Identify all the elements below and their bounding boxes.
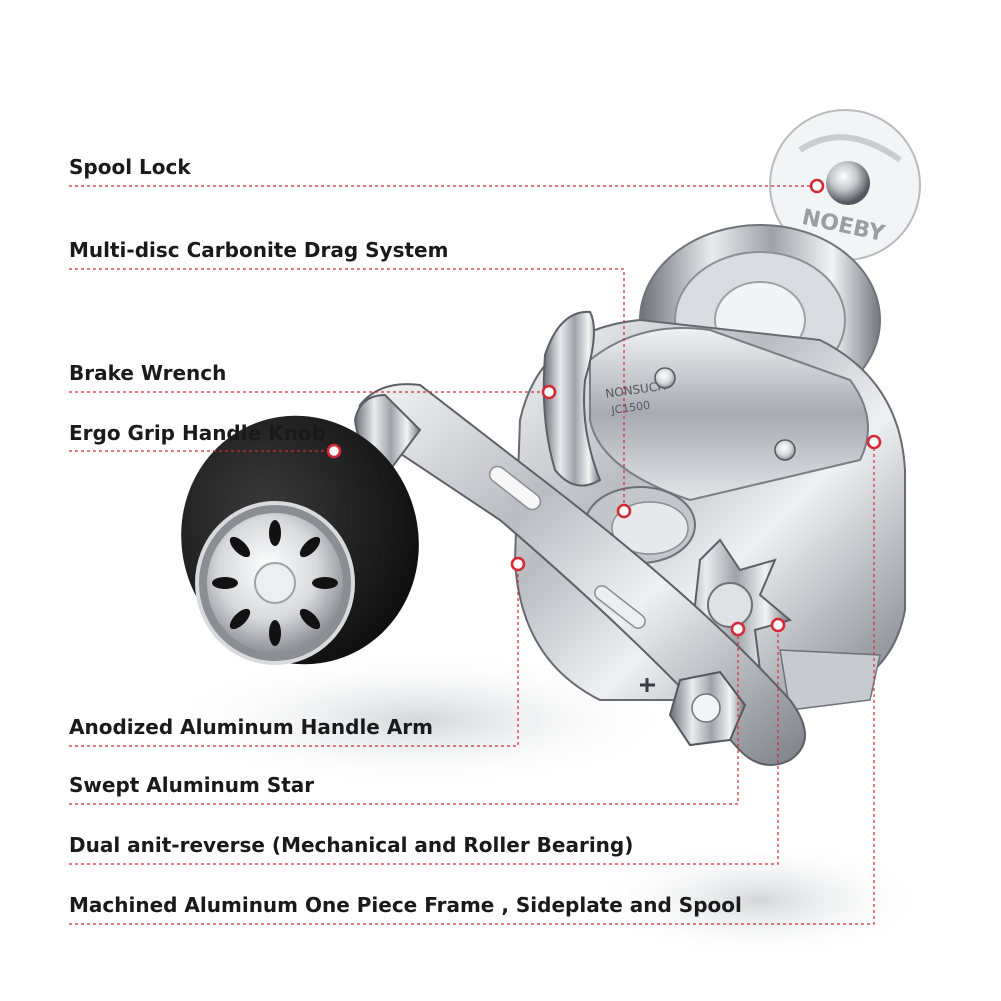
callout-markers bbox=[326, 178, 882, 637]
brake-wrench-marker bbox=[541, 384, 557, 400]
drag-system-marker bbox=[616, 503, 632, 519]
handle-arm-marker bbox=[510, 556, 526, 572]
floor-shadow bbox=[160, 650, 680, 790]
handle-arm bbox=[358, 383, 806, 766]
star-label: Swept Aluminum Star bbox=[69, 773, 315, 797]
spool-lock-label: Spool Lock bbox=[69, 155, 191, 179]
brake-wrench-label: Brake Wrench bbox=[69, 361, 227, 385]
callout-leaders bbox=[69, 185, 875, 925]
handle-knob-label: Ergo Grip Handle Knob bbox=[69, 421, 326, 445]
anti-reverse-label: Dual anit-reverse (Mechanical and Roller… bbox=[69, 833, 634, 857]
frame-label: Machined Aluminum One Piece Frame , Side… bbox=[69, 893, 742, 917]
frame-marker bbox=[866, 434, 882, 450]
drag-system-label: Multi-disc Carbonite Drag System bbox=[69, 238, 449, 262]
knob-cap-holes bbox=[212, 520, 338, 646]
frame-screw bbox=[654, 367, 676, 389]
handle-arm-label: Anodized Aluminum Handle Arm bbox=[69, 715, 434, 739]
floor-shadow bbox=[590, 840, 930, 960]
reel-model-text: JC1500 bbox=[610, 399, 651, 417]
handle-knob-marker bbox=[326, 443, 342, 459]
reel-body: NONSUCH JC1500 bbox=[513, 224, 906, 711]
anti-reverse-marker bbox=[770, 617, 786, 633]
spool-lock-marker bbox=[809, 178, 825, 194]
star-marker bbox=[730, 621, 746, 637]
handle-knob bbox=[181, 415, 419, 665]
frame-screw bbox=[774, 439, 796, 461]
